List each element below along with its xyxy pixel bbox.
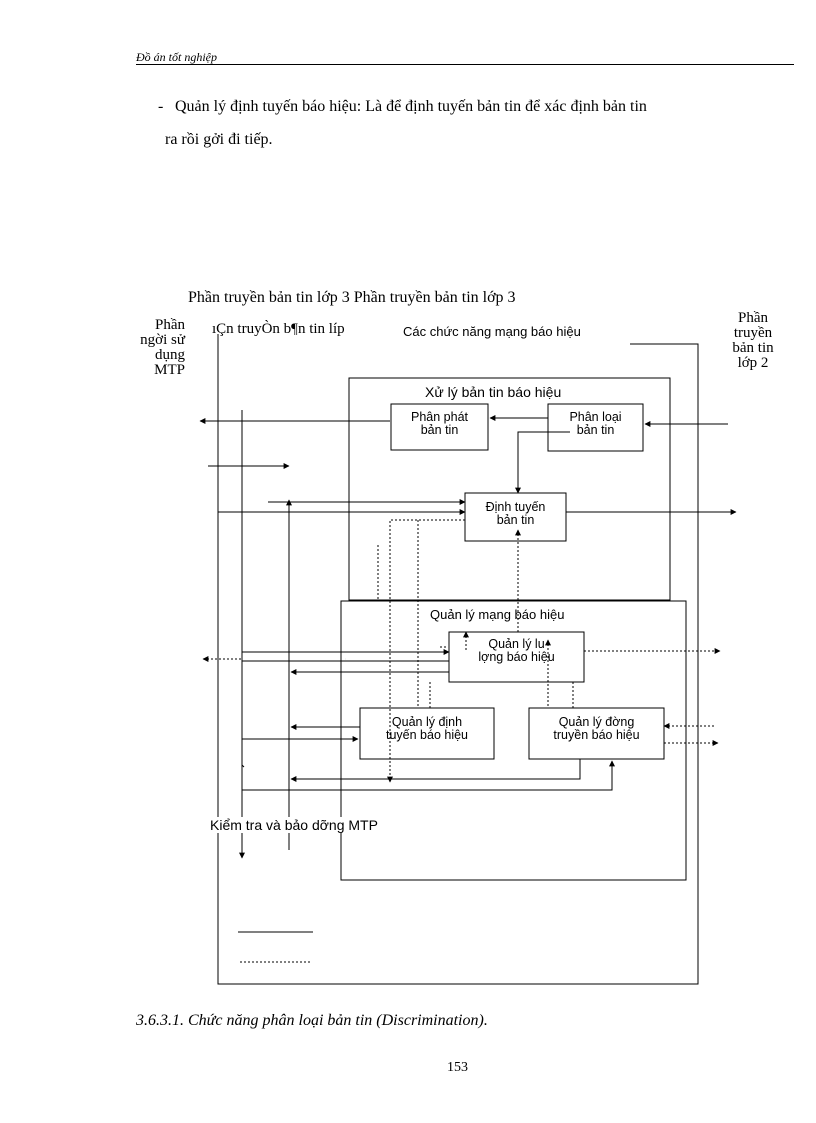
- network-functions-label: Các chức năng mạng báo hiệu: [403, 324, 581, 339]
- network-management-title: Quản lý mạng báo hiệu: [430, 607, 565, 622]
- paragraph-line-2: ra rồi gởi đi tiếp.: [165, 131, 273, 148]
- traffic-management-label: Quản lý lu lợng báo hiệu: [478, 637, 555, 664]
- distribution-label: Phân phát bản tin: [411, 410, 468, 437]
- discrimination-box: [547, 403, 644, 452]
- routing-label: Định tuyến bản tin: [485, 500, 546, 527]
- page-number: 153: [447, 1060, 468, 1075]
- diagram-top-title: Phần truyền bản tin lớp 3 Phần truyền bả…: [188, 289, 516, 306]
- network-management-box: [340, 600, 687, 881]
- route-management-box: [359, 707, 495, 760]
- discrimination-label: Phân loại bản tin: [569, 410, 622, 437]
- paragraph-line-1: Quản lý định tuyến báo hiệu: Là để định …: [175, 98, 647, 115]
- section-caption: 3.6.3.1. Chức năng phân loại bản tin (Di…: [136, 1012, 488, 1029]
- user-part-label: Phần ngời sử dụng MTP: [140, 317, 185, 378]
- header-title: Đồ án tốt nghiệp: [136, 50, 217, 64]
- header-divider: [136, 64, 794, 65]
- route-management-label: Quản lý định tuyến báo hiệu: [385, 715, 468, 742]
- message-handling-title: Xử lý bản tin báo hiệu: [425, 384, 562, 400]
- outer-frame: [217, 334, 699, 985]
- link-management-label: Quản lý đờng truyền báo hiệu: [553, 715, 640, 742]
- message-handling-box: [348, 377, 671, 601]
- traffic-management-box: [448, 631, 585, 683]
- test-maintenance-label: Kiểm tra và bảo dỡng MTP: [210, 817, 378, 833]
- garbled-mtp-label: ıÇn truyÒn b¶n tin líp: [212, 321, 345, 337]
- layer2-label: Phần truyền bản tin lớp 2: [732, 310, 774, 371]
- distribution-box: [390, 403, 489, 451]
- bullet-marker: -: [158, 98, 164, 115]
- link-management-box: [528, 707, 665, 760]
